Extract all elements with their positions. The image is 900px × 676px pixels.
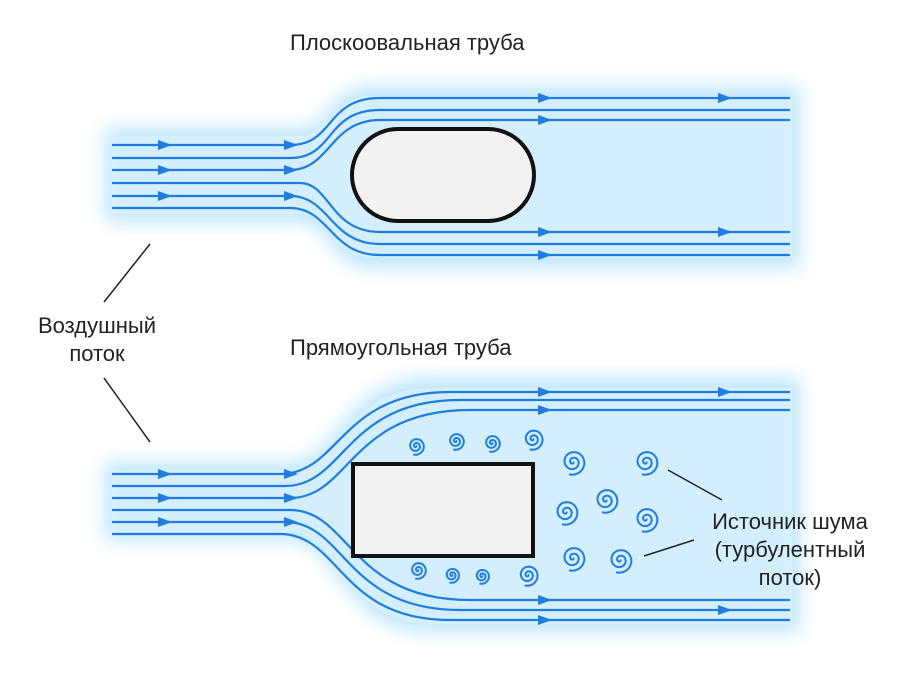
flow-arrow-icon (538, 595, 552, 605)
flat-oval-obstacle (350, 127, 536, 223)
flow-arrow-icon (538, 115, 552, 125)
flow-arrow-icon (538, 227, 552, 237)
flow-arrow-icon (538, 615, 552, 625)
flow-arrow-icon (718, 387, 732, 397)
vortex-spiral-icon (449, 433, 465, 451)
airflow-label: Воздушный поток (22, 312, 172, 368)
streamline (112, 532, 790, 622)
streamline (112, 408, 790, 500)
vortex-spiral-icon (610, 549, 633, 574)
flow-arrows-bottom (158, 387, 732, 625)
flow-arrow-icon (538, 93, 552, 103)
vortex-spiral-icon (519, 565, 539, 587)
flow-arrow-icon (538, 405, 552, 415)
streamline (112, 398, 790, 488)
noise-leader-bottom (643, 539, 695, 557)
rectangular-duct-title: Прямоугольная труба (290, 335, 512, 360)
airflow-label-line: Воздушный (37, 313, 156, 338)
turbulence-vortices (409, 429, 659, 587)
rectangular-obstacle (351, 462, 535, 558)
vortex-spiral-icon (636, 508, 659, 533)
noise-source-label: Источник шума (турбулентный поток) (690, 508, 890, 592)
vortex-spiral-icon (596, 489, 619, 514)
flow-arrows-top (158, 93, 732, 260)
flow-arrow-icon (538, 250, 552, 260)
flow-arrow-icon (158, 140, 172, 150)
vortex-spiral-icon (445, 567, 460, 584)
flow-arrow-icon (284, 469, 298, 479)
noise-leader-top (667, 469, 723, 501)
noise-label-line: Источник шума (712, 509, 868, 534)
vortex-spiral-icon (563, 451, 586, 476)
flow-arrow-icon (538, 387, 552, 397)
streamline (112, 118, 790, 172)
flow-arrow-icon (284, 517, 298, 527)
streamlines-top (112, 96, 790, 257)
vortex-spiral-icon (409, 438, 425, 456)
flow-arrow-icon (718, 227, 732, 237)
noise-label-line: (турбулентный (714, 537, 866, 562)
flow-arrow-icon (158, 517, 172, 527)
flow-arrow-icon (718, 605, 732, 615)
streamline (112, 181, 790, 234)
flow-arrow-icon (284, 493, 298, 503)
vortex-spiral-icon (411, 562, 427, 580)
vortex-spiral-icon (485, 435, 501, 453)
flat-oval-duct (105, 86, 800, 268)
streamline (112, 96, 790, 147)
flow-arrow-icon (284, 140, 298, 150)
flat-oval-duct-title: Плоскоовальная труба (290, 30, 525, 55)
flow-arrow-icon (158, 493, 172, 503)
airflow-leader-bottom (103, 377, 151, 443)
vortex-spiral-icon (563, 547, 586, 572)
vortex-spiral-icon (475, 568, 490, 585)
streamline (112, 206, 790, 257)
streamline (112, 108, 790, 160)
streamline (112, 520, 790, 612)
leader-lines (103, 243, 723, 557)
vortex-spiral-icon (636, 451, 659, 476)
flow-arrow-icon (158, 191, 172, 201)
flow-arrow-icon (158, 469, 172, 479)
flow-arrow-icon (718, 93, 732, 103)
streamlines-bottom (112, 390, 790, 622)
noise-label-line: поток) (758, 565, 822, 590)
streamline (112, 390, 790, 476)
flow-arrow-icon (284, 191, 298, 201)
vortex-spiral-icon (524, 429, 544, 451)
flow-arrow-icon (284, 165, 298, 175)
flow-arrow-icon (158, 165, 172, 175)
rectangular-duct (105, 378, 800, 632)
vortex-spiral-icon (556, 501, 579, 526)
airflow-leader-top (103, 243, 151, 303)
airflow-label-line: поток (69, 341, 125, 366)
